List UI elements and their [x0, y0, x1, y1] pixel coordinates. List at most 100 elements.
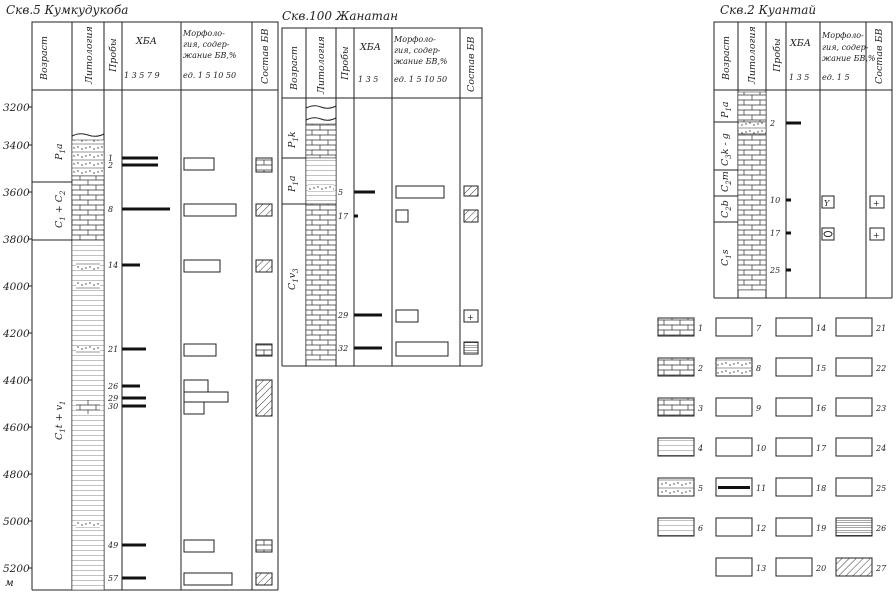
legend-swatch — [715, 517, 753, 537]
age-c1s: C1s — [720, 249, 733, 266]
svg-text:+: + — [873, 231, 880, 240]
age-c3k-g: C3k - g — [720, 133, 733, 166]
sample-label: 2 — [107, 161, 113, 170]
depth-4600: 4600 — [2, 422, 30, 434]
hba-bar — [122, 207, 170, 211]
hba-bar — [122, 396, 146, 400]
sample-label: 25 — [769, 266, 780, 275]
hba-bar — [354, 346, 382, 350]
composition-boxes: + + — [869, 195, 885, 241]
morph-scale: ед. 1 5 — [822, 73, 850, 82]
depth-4200: 4200 — [2, 328, 30, 340]
age-c1v3: C1v3 — [287, 268, 300, 290]
hba-bar — [786, 121, 801, 125]
depth-3400: 3400 — [3, 140, 30, 152]
legend-swatch — [715, 437, 753, 457]
header-hba: ХБА — [135, 36, 157, 47]
legend-number: 23 — [875, 404, 886, 413]
header-samples: Пробы — [340, 46, 351, 81]
legend-number: 12 — [756, 524, 766, 533]
morphology-symbols — [183, 157, 237, 586]
legend-swatch — [715, 557, 753, 577]
depth-unit: м — [5, 577, 14, 589]
hba-bar — [354, 313, 382, 317]
hba-bar — [122, 156, 158, 160]
legend-swatch — [657, 357, 695, 377]
age-c2b: C2b — [720, 200, 733, 218]
well-100-title: Скв.100 Жанатан — [282, 9, 398, 23]
age-c1-c2: C1 + C2 — [54, 190, 67, 228]
legend-swatch — [775, 557, 813, 577]
depth-4400: 4400 — [2, 375, 30, 387]
legend-number: 3 — [698, 404, 703, 413]
header-samples: Пробы — [772, 38, 783, 73]
morph-scale: ед. 1 5 10 50 — [183, 71, 236, 80]
sample-label: 17 — [338, 212, 349, 221]
sample-label: 30 — [108, 402, 118, 411]
depth-5000: 5000 — [3, 516, 30, 528]
legend-number: 8 — [756, 364, 761, 373]
depth-3800: 3800 — [3, 234, 30, 246]
age-c1t-v1: C1t + v1 — [54, 401, 67, 440]
header-composition: Состав БВ — [466, 36, 477, 92]
legend-number: 1 — [698, 324, 703, 333]
header-morph-3: жание БВ,% — [822, 54, 876, 63]
header-morph-1: Морфоло- — [393, 35, 436, 44]
legend-swatch — [657, 317, 695, 337]
legend-swatch — [715, 357, 753, 377]
hba-bar — [786, 268, 791, 272]
legend-number: 2 — [697, 364, 703, 373]
composition-boxes: + — [463, 185, 479, 355]
legend-swatch — [775, 437, 813, 457]
sample-label: 17 — [770, 229, 781, 238]
legend-swatch — [715, 317, 753, 337]
legend-swatch — [835, 357, 873, 377]
depth-3600: 3600 — [3, 187, 30, 199]
legend-number: 11 — [756, 484, 766, 493]
legend-number: 21 — [875, 324, 886, 333]
legend-swatch — [835, 557, 873, 577]
composition-boxes — [255, 157, 273, 586]
sample-label: 10 — [770, 196, 780, 205]
hba-scale: 1 3 5 7 9 — [124, 71, 160, 80]
depth-4000: 4000 — [2, 281, 30, 293]
legend-swatch — [657, 477, 695, 497]
morph-scale: ед. 1 5 10 50 — [394, 75, 447, 84]
sample-label: 21 — [107, 345, 118, 354]
depth-5200: 5200 — [3, 563, 30, 575]
sample-label: 29 — [107, 394, 118, 403]
depth-4800: 4800 — [2, 469, 30, 481]
header-age: Возраст — [289, 46, 300, 91]
header-morph-2: гия, содер- — [394, 46, 441, 55]
header-morph-1: Морфоло- — [821, 31, 864, 40]
legend-swatch — [835, 397, 873, 417]
legend-number: 24 — [875, 444, 886, 453]
sample-label: 26 — [107, 382, 118, 391]
legend-swatch — [835, 317, 873, 337]
hba-bar — [122, 163, 158, 167]
hba-bar — [122, 263, 140, 267]
header-composition: Состав БВ — [260, 28, 271, 84]
svg-text:+: + — [467, 313, 474, 322]
header-age: Возраст — [39, 36, 50, 81]
legend-number: 20 — [815, 564, 826, 573]
well-5-title: Скв.5 Кумкудукоба — [6, 3, 128, 17]
legend-number: 19 — [816, 524, 826, 533]
sample-label: 49 — [107, 541, 118, 550]
legend-swatch — [835, 437, 873, 457]
legend-swatch — [775, 397, 813, 417]
legend-swatch — [775, 517, 813, 537]
depth-3200: 3200 — [3, 102, 30, 114]
lithology-column — [305, 105, 337, 361]
sample-label: 29 — [337, 311, 348, 320]
header-hba: ХБА — [359, 42, 381, 53]
legend-number: 16 — [816, 404, 826, 413]
legend-number: 15 — [816, 364, 826, 373]
header-morph-3: жание БВ,% — [394, 57, 448, 66]
header-lithology: Литология — [84, 26, 95, 85]
hba-bar — [122, 347, 146, 351]
svg-text:+: + — [873, 199, 880, 208]
sample-label: 57 — [108, 574, 119, 583]
legend-number: 9 — [756, 404, 761, 413]
